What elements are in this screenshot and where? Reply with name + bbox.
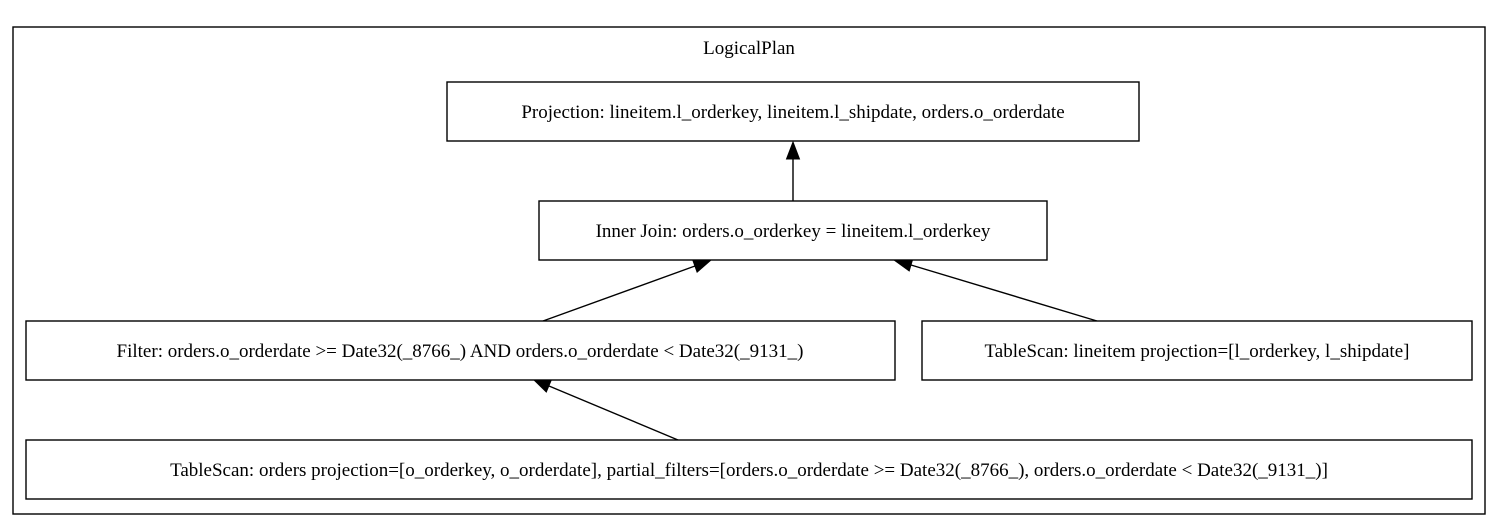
tablescan-lineitem-label: TableScan: lineitem projection=[l_orderk…: [985, 341, 1410, 362]
arrowhead-projection: [785, 140, 801, 160]
cluster-logical-plan: LogicalPlan: [12, 26, 1486, 515]
edge-filter-to-inner-join: [542, 265, 696, 322]
projection-label: Projection: lineitem.l_orderkey, lineite…: [521, 102, 1064, 123]
edges: [531, 140, 1098, 441]
node-tablescan-lineitem: TableScan: lineitem projection=[l_orderk…: [921, 320, 1473, 381]
arrowhead-filter: [531, 378, 553, 393]
filter-label: Filter: orders.o_orderdate >= Date32(_87…: [117, 341, 804, 362]
arrowhead-inner-join-left: [691, 259, 713, 273]
cluster-border: [12, 26, 1486, 515]
inner-join-box: [538, 200, 1048, 261]
node-inner-join: Inner Join: orders.o_orderkey = lineitem…: [538, 200, 1048, 261]
tablescan-orders-box: [25, 439, 1473, 500]
projection-box: [446, 81, 1140, 142]
node-tablescan-orders: TableScan: orders projection=[o_orderkey…: [25, 439, 1473, 500]
tablescan-lineitem-box: [921, 320, 1473, 381]
tablescan-orders-label: TableScan: orders projection=[o_orderkey…: [170, 460, 1328, 481]
cluster-title: LogicalPlan: [703, 38, 795, 59]
node-projection: Projection: lineitem.l_orderkey, lineite…: [446, 81, 1140, 142]
edge-tablescan-orders-to-filter: [548, 385, 679, 441]
edge-tablescan-lineitem-to-inner-join: [910, 264, 1098, 322]
node-filter: Filter: orders.o_orderdate >= Date32(_87…: [25, 320, 896, 381]
filter-box: [25, 320, 896, 381]
inner-join-label: Inner Join: orders.o_orderkey = lineitem…: [596, 221, 991, 242]
